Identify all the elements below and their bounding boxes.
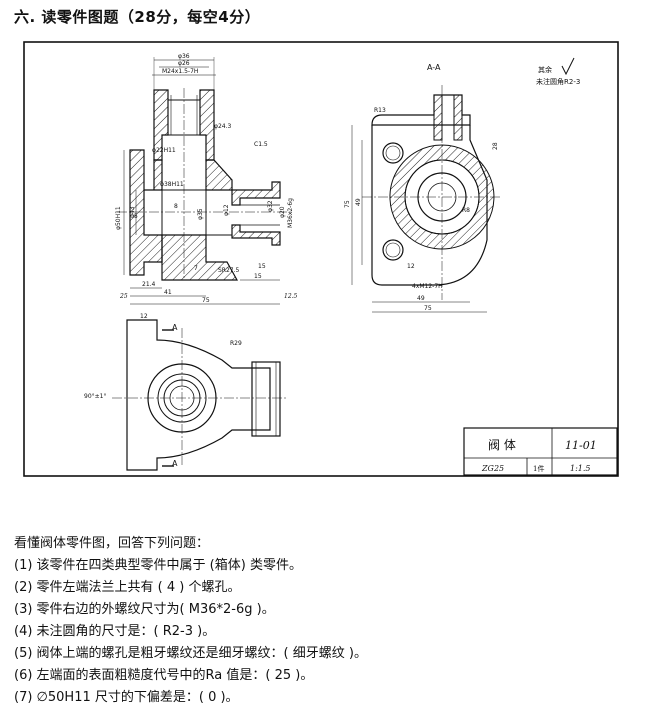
dim-d43: φ43 <box>129 206 136 218</box>
dim-d50h11: φ50H11 <box>115 206 122 230</box>
dim-49: 49 <box>355 198 362 206</box>
material: ZG25 <box>481 464 504 473</box>
exercise-heading: 六. 读零件图题（28分，每空4分） <box>14 8 261 26</box>
dim-5: 5 <box>134 213 138 220</box>
dim-75b: 75 <box>344 200 351 208</box>
dim-sr: SR27.5 <box>218 267 240 274</box>
question-7: (7) ∅50H11 尺寸的下偏差是：( 0 )。 <box>14 690 239 705</box>
ra-right: 12.5 <box>284 293 298 300</box>
dim-15a: 15 <box>254 273 262 280</box>
section-mark-bottom: A <box>172 459 178 468</box>
ra-left: 25 <box>119 293 128 300</box>
dim-75: 75 <box>202 297 210 304</box>
dim-d20: φ20 <box>279 206 286 218</box>
question-5: (5) 阀体上端的螺孔是粗牙螺纹还是细牙螺纹：( 细牙螺纹 )。 <box>14 646 367 661</box>
fillet-note: 未注圆角R2-3 <box>536 77 580 86</box>
dim-49b: 49 <box>417 295 425 302</box>
drawing-border <box>23 41 619 477</box>
dim-m12: 4xM12-7H <box>412 283 443 290</box>
question-block: 看懂阀体零件图，回答下列问题： (1) 该零件在四类典型零件中属于 (箱体) 类… <box>14 533 634 709</box>
question-2: (2) 零件左端法兰上共有 ( 4 ) 个螺孔。 <box>14 580 241 595</box>
title-block: 阀 体 11-01 ZG25 1件 1:1.5 <box>463 427 618 476</box>
section-mark-top: A <box>172 323 178 332</box>
quantity: 1件 <box>533 464 544 473</box>
dim-d22h: φ22H11 <box>152 147 176 154</box>
dim-d32: φ32 <box>267 200 274 212</box>
dim-28: 28 <box>492 142 499 150</box>
question-6: (6) 左端面的表面粗糙度代号中的Ra 值是：( 25 )。 <box>14 668 314 683</box>
dim-41: 41 <box>164 289 172 296</box>
dim-d26: φ26 <box>178 60 190 67</box>
dim-12c: 12 <box>140 313 148 320</box>
dim-d35: φ35 <box>197 208 204 220</box>
dim-r13: R13 <box>374 107 386 114</box>
dim-m24: M24x1.5-7H <box>162 68 198 75</box>
dim-d36: φ36 <box>178 53 190 60</box>
dim-m36: M36x2-6g <box>287 198 294 228</box>
dim-214: 21.4 <box>142 281 156 288</box>
svg-text:其余: 其余 <box>538 65 552 74</box>
roughness-note: 其余 未注圆角R2-3 <box>536 57 580 86</box>
dim-d12: φ12 <box>223 204 230 216</box>
question-intro: 看懂阀体零件图，回答下列问题： <box>14 536 210 551</box>
scale: 1:1.5 <box>570 464 591 473</box>
section-title: A-A <box>427 63 441 72</box>
front-section-view: φ36 φ26 M24x1.5-7H φ22H11 φ24.3 φ38H11 φ… <box>115 53 298 305</box>
question-4: (4) 未注圆角的尺寸是：( R2-3 )。 <box>14 624 216 639</box>
dim-d38h: φ38H11 <box>160 181 184 188</box>
question-3: (3) 零件右边的外螺纹尺寸为( M36*2-6g )。 <box>14 602 275 617</box>
dim-12b: 12 <box>407 263 415 270</box>
dim-r29: R29 <box>230 340 242 347</box>
drawing-number: 11-01 <box>565 439 597 452</box>
dim-d243: φ24.3 <box>214 123 232 130</box>
part-name: 阀 体 <box>488 438 516 452</box>
top-view: A A 90°±1° R29 12 <box>84 313 287 471</box>
technical-drawing-sheet: φ36 φ26 M24x1.5-7H φ22H11 φ24.3 φ38H11 φ… <box>22 40 622 480</box>
dim-r8: R8 <box>462 207 470 214</box>
dim-75c: 75 <box>424 305 432 312</box>
dim-c15: C1.5 <box>254 141 268 148</box>
dim-7: 7 <box>194 265 198 272</box>
dim-15b: 15 <box>258 263 266 270</box>
question-1: (1) 该零件在四类典型零件中属于 (箱体) 类零件。 <box>14 558 302 573</box>
dim-8: 8 <box>174 203 178 210</box>
section-a-a-view: A-A 75 49 49 75 R13 4xM12-7H R8 28 12 <box>344 63 502 313</box>
dim-angle: 90°±1° <box>84 393 106 400</box>
